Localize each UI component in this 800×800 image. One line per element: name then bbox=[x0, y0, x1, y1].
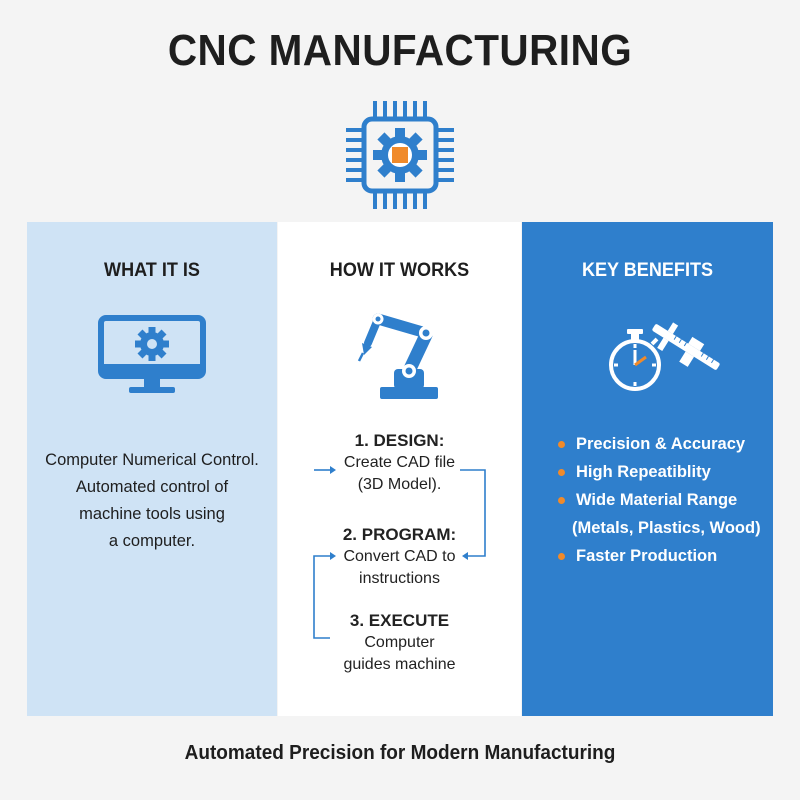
page-title: CNC MANUFACTURING bbox=[167, 26, 633, 75]
cpu-gear-icon bbox=[346, 101, 454, 209]
benefit-text: High Repeatiblity bbox=[576, 463, 711, 481]
description: Computer Numerical Control. Automated co… bbox=[27, 447, 277, 555]
list-item: Wide Material Range bbox=[552, 486, 763, 514]
panel-key-benefits: KEY BENEFITS Precision & Accuracy High R… bbox=[522, 222, 773, 716]
robotic-arm-icon bbox=[357, 313, 438, 399]
benefits-list: Precision & Accuracy High Repeatiblity W… bbox=[552, 430, 763, 570]
description-line: Computer Numerical Control. bbox=[45, 451, 259, 469]
bullet-icon bbox=[558, 469, 565, 476]
benefit-text: Wide Material Range bbox=[576, 491, 738, 509]
step-title: 1. DESIGN: bbox=[354, 431, 445, 450]
step-text: Computer bbox=[364, 634, 435, 651]
benefit-text: (Metals, Plastics, Wood) bbox=[572, 519, 761, 537]
benefit-text: Precision & Accuracy bbox=[576, 435, 746, 453]
description-line: a computer. bbox=[108, 532, 196, 550]
panel-what-it-is: WHAT IT IS Computer Numerical Control. A… bbox=[27, 222, 277, 716]
step-program: 2. PROGRAM: Convert CAD to instructions bbox=[278, 524, 521, 590]
panel-heading: HOW IT WORKS bbox=[329, 260, 470, 281]
monitor-gear-icon bbox=[98, 315, 206, 393]
bullet-icon bbox=[558, 441, 565, 448]
step-text: Convert CAD to bbox=[343, 548, 456, 565]
step-text: guides machine bbox=[343, 656, 456, 673]
step-execute: 3. EXECUTE Computer guides machine bbox=[278, 610, 521, 676]
step-title: 3. EXECUTE bbox=[349, 611, 450, 630]
description-line: machine tools using bbox=[79, 505, 225, 523]
step-text: instructions bbox=[359, 570, 440, 587]
list-item: High Repeatiblity bbox=[552, 458, 763, 486]
step-design: 1. DESIGN: Create CAD file (3D Model). bbox=[278, 430, 521, 496]
panel-how-it-works: HOW IT WORKS 1. DESIGN: Create CAD file … bbox=[278, 222, 521, 716]
list-item: Precision & Accuracy bbox=[552, 430, 763, 458]
description-line: Automated control of bbox=[75, 478, 229, 496]
benefit-text: Faster Production bbox=[576, 547, 718, 565]
list-item-continuation: (Metals, Plastics, Wood) bbox=[552, 514, 763, 542]
tagline: Automated Precision for Modern Manufactu… bbox=[184, 742, 616, 764]
step-title: 2. PROGRAM: bbox=[342, 525, 457, 544]
step-text: (3D Model). bbox=[357, 476, 442, 493]
panel-heading: KEY BENEFITS bbox=[581, 260, 714, 281]
step-text: Create CAD file bbox=[343, 454, 456, 471]
bullet-icon bbox=[558, 497, 565, 504]
list-item: Faster Production bbox=[552, 542, 763, 570]
panel-heading: WHAT IT IS bbox=[104, 260, 200, 281]
bullet-icon bbox=[558, 553, 565, 560]
stopwatch-caliper-icon bbox=[609, 322, 720, 391]
